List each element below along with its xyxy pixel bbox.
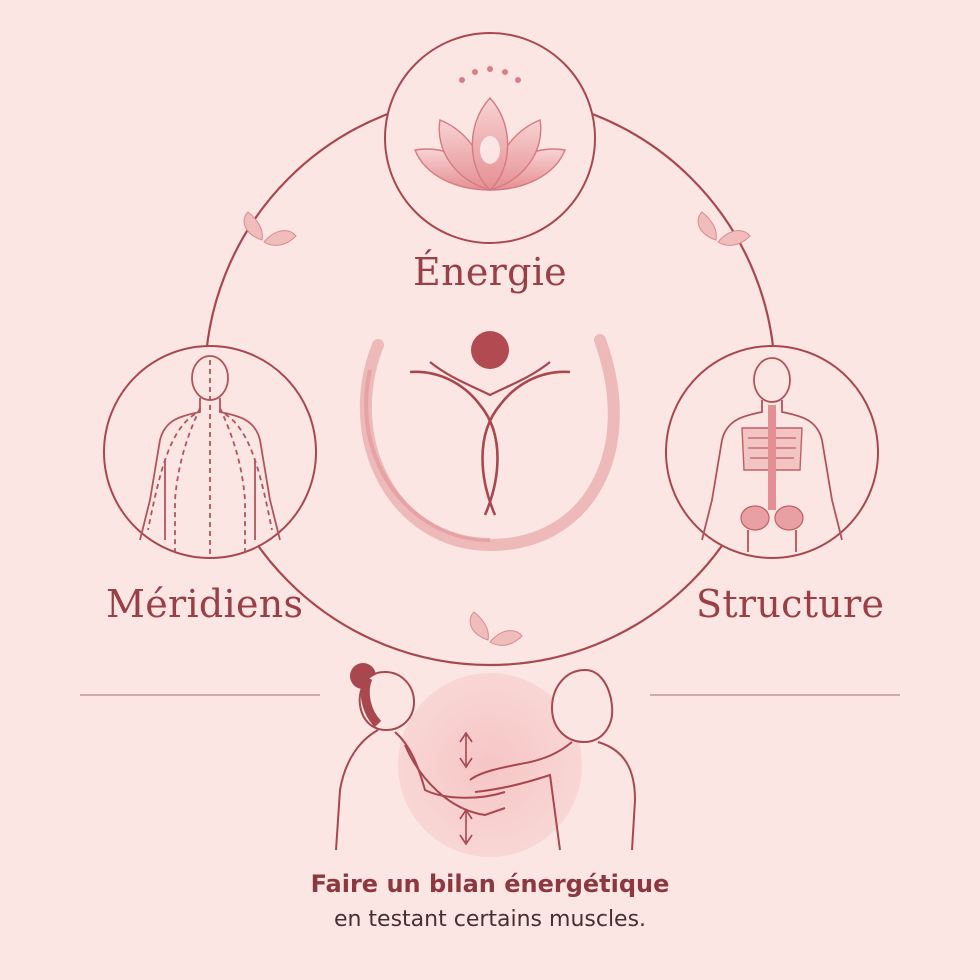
meridian-body-icon [139,355,281,555]
caption-subtitle: en testant certains muscles. [333,907,647,932]
leaf-icon [243,211,297,246]
label-meridiens: Méridiens [106,582,304,626]
skeleton-back-icon [701,357,843,552]
caption-title: Faire un bilan énergétique [310,870,670,898]
label-structure: Structure [696,582,885,626]
muscle-test-illustration [335,663,637,857]
human-figure-logo-icon [359,331,620,552]
leaf-icon [697,211,751,246]
label-energie: Énergie [413,250,567,294]
lotus-icon [414,66,566,191]
leaf-icon [469,611,523,646]
